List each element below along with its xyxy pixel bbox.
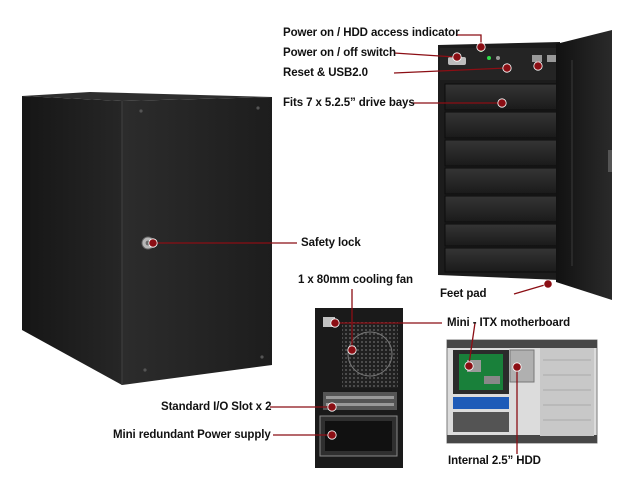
label-feet-pad: Feet pad bbox=[440, 288, 487, 300]
usb-port-icon bbox=[532, 55, 542, 62]
label-drive-bays: Fits 7 x 5.2.5” drive bays bbox=[283, 97, 415, 109]
interior-view bbox=[446, 339, 598, 444]
label-mini-itx: Mini - ITX motherboard bbox=[447, 317, 571, 329]
label-power-supply: Mini redundant Power supply bbox=[113, 429, 271, 441]
label-power-switch: Power on / off switch bbox=[283, 47, 396, 59]
label-internal-hdd: Internal 2.5” HDD bbox=[448, 455, 541, 467]
rear-io-port bbox=[323, 317, 335, 327]
tower-closed bbox=[22, 92, 272, 385]
tower-open-door bbox=[438, 30, 612, 300]
callout-dot-psu bbox=[327, 430, 337, 440]
callout-dot-io-port bbox=[330, 318, 340, 328]
callout-dot-power-switch bbox=[452, 52, 462, 62]
callout-dot-feet-pad bbox=[543, 279, 553, 289]
callout-dots bbox=[148, 42, 553, 440]
callout-dot-fan bbox=[347, 345, 357, 355]
callout-dot-io-slot bbox=[327, 402, 337, 412]
label-cooling-fan: 1 x 80mm cooling fan bbox=[298, 274, 413, 286]
front-door bbox=[556, 30, 612, 300]
label-power-hdd: Power on / HDD access indicator bbox=[283, 27, 460, 39]
callout-lines bbox=[153, 34, 549, 454]
callout-dot-hdd bbox=[512, 362, 522, 372]
callout-dot-safety-lock bbox=[148, 238, 158, 248]
callout-dot-power-hdd bbox=[476, 42, 486, 52]
callout-dot-motherboard bbox=[464, 361, 474, 371]
label-io-slot: Standard I/O Slot x 2 bbox=[161, 401, 272, 413]
label-reset-usb: Reset & USB2.0 bbox=[283, 67, 368, 79]
fan-icon bbox=[347, 331, 393, 377]
label-safety-lock: Safety lock bbox=[301, 237, 361, 249]
rear-view bbox=[315, 308, 403, 468]
callout-dot-reset bbox=[502, 63, 512, 73]
callout-dot-usb bbox=[533, 61, 543, 71]
callout-dot-drive-bays bbox=[497, 98, 507, 108]
drive-bays bbox=[444, 83, 558, 273]
